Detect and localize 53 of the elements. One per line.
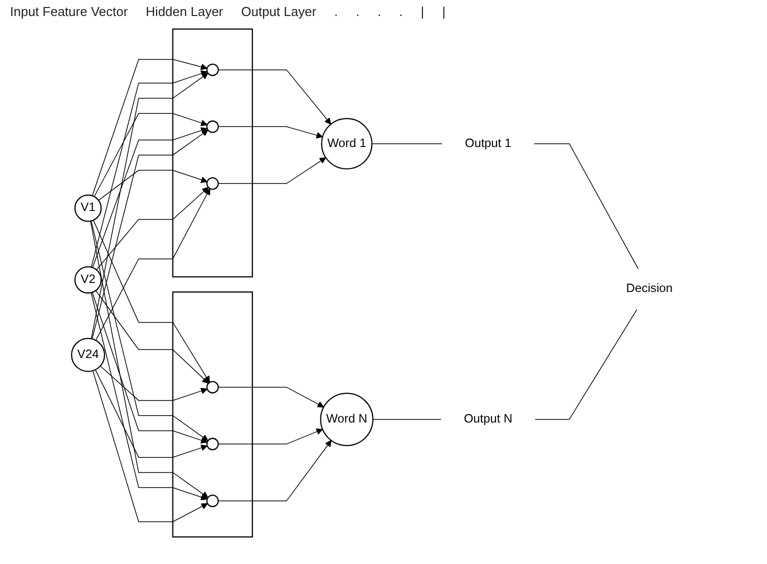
arrow xyxy=(90,292,208,500)
arrow xyxy=(218,69,332,125)
node-text: Decision xyxy=(626,282,673,296)
node-circle: V1 xyxy=(74,194,102,222)
node-circle xyxy=(206,64,219,76)
diagram-label: | xyxy=(442,4,446,19)
arrow xyxy=(218,440,332,502)
arrow xyxy=(218,126,323,138)
arrow xyxy=(92,127,208,268)
arrow xyxy=(94,369,208,458)
arrow xyxy=(95,290,209,384)
node-circle: Word N xyxy=(320,392,374,446)
node-circle xyxy=(206,177,219,190)
node-text: Output N xyxy=(464,412,512,426)
diagram-label: . xyxy=(378,4,382,19)
connector xyxy=(372,143,443,144)
connector xyxy=(534,309,638,420)
connector xyxy=(372,419,442,420)
arrow xyxy=(90,220,208,442)
diagram-label: Input Feature Vector xyxy=(10,4,128,19)
arrow xyxy=(92,370,208,522)
cluster xyxy=(172,291,253,538)
node-circle xyxy=(206,438,219,450)
arrow xyxy=(218,386,324,408)
arrow xyxy=(90,70,208,268)
arrow xyxy=(92,59,208,196)
diagram-label: Hidden Layer xyxy=(146,4,224,19)
diagram-label: . xyxy=(334,4,338,19)
arrow xyxy=(98,170,208,201)
arrow xyxy=(90,220,208,498)
node-circle xyxy=(206,120,219,133)
node-text: Output 1 xyxy=(464,136,512,150)
arrow xyxy=(92,130,208,340)
arrow xyxy=(92,292,208,444)
diagram-label: | xyxy=(420,4,424,19)
arrow xyxy=(96,187,209,270)
arrow xyxy=(218,157,326,184)
diagram-label: . xyxy=(356,4,360,19)
node-circle: V24 xyxy=(71,338,106,372)
arrow xyxy=(100,366,208,401)
node-circle xyxy=(206,494,219,508)
arrow xyxy=(94,113,208,197)
arrow xyxy=(218,428,323,444)
diagram-label: Output Layer xyxy=(241,4,316,19)
node-circle: V2 xyxy=(74,266,102,294)
node-circle xyxy=(206,380,219,394)
arrow xyxy=(93,220,210,383)
cluster xyxy=(172,28,253,278)
node-circle: Word 1 xyxy=(321,118,372,170)
connector xyxy=(534,143,638,270)
diagram-label: . xyxy=(399,4,403,19)
arrow xyxy=(95,188,210,341)
arrow xyxy=(90,72,208,340)
